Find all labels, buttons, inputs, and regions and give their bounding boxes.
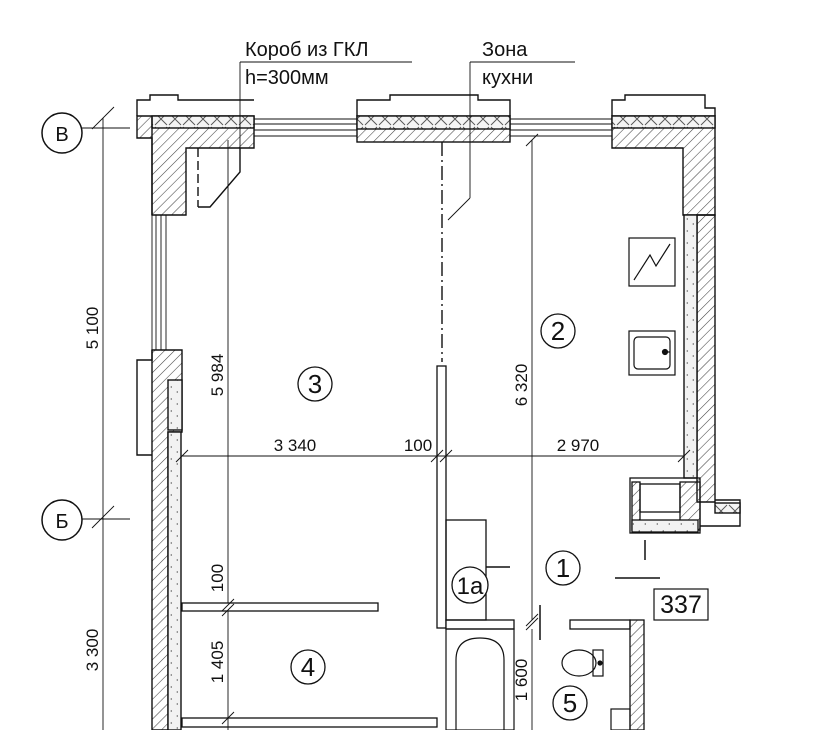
dim-room2-height: 6 320: [512, 364, 531, 407]
wall-top-right-insulation: [611, 115, 716, 129]
dim-room2-width: 2 970: [557, 436, 600, 455]
dim-room4-height: 1 405: [208, 641, 227, 684]
room-marker-2: 2: [540, 313, 576, 349]
axis-marker-v: В: [41, 112, 83, 154]
dim-axis-vb: 5 100: [83, 307, 102, 350]
svg-text:2: 2: [551, 316, 565, 346]
svg-text:5: 5: [563, 688, 577, 718]
sanitary-fixtures: [445, 628, 631, 730]
axis-marker-b: Б: [41, 499, 83, 541]
room-marker-1: 1: [545, 550, 581, 586]
shaft-block: [629, 477, 701, 534]
svg-text:В: В: [55, 124, 68, 146]
kitchen-label-line2: кухни: [482, 67, 533, 89]
level-mark: 337: [653, 588, 709, 621]
wc-cabinet: [610, 708, 631, 730]
dim-bath-height: 1 600: [512, 659, 531, 702]
partition-main: [436, 365, 447, 629]
wall-top-middle-outer: [356, 94, 511, 116]
room-marker-3: 3: [297, 366, 333, 402]
partition-wc-right: [629, 619, 645, 730]
door-marks: [486, 540, 660, 640]
wall-top-left-insulation: [151, 115, 255, 129]
dim-partition: 100: [208, 564, 227, 592]
svg-text:1а: 1а: [457, 573, 484, 600]
kitchen-label-line1: Зона: [482, 39, 528, 61]
kitchen-sink: [628, 330, 676, 376]
wall-top-middle-insulation: [356, 115, 511, 130]
duct-label-line1: Короб из ГКЛ: [245, 39, 369, 61]
room-marker-1a: 1а: [451, 566, 489, 604]
svg-text:Б: Б: [55, 511, 68, 533]
wall-left: [136, 349, 183, 730]
partition-room4-bottom: [181, 717, 438, 728]
partition-room4-top: [181, 602, 379, 612]
partition-1a-box: [445, 519, 487, 621]
svg-text:1: 1: [556, 553, 570, 583]
svg-text:337: 337: [660, 591, 702, 619]
wall-top-right-pier: [611, 115, 716, 216]
dim-room3-height: 5 984: [208, 354, 227, 397]
wall-top-left-pier: [136, 115, 255, 216]
duct-label-line2: h=300мм: [245, 67, 329, 89]
dim-room3-width: 3 340: [274, 436, 317, 455]
windows-top: [254, 118, 612, 137]
svg-text:4: 4: [301, 652, 315, 682]
wall-right: [683, 214, 741, 527]
toilet: [561, 649, 597, 677]
room-marker-4: 4: [290, 649, 326, 685]
wall-top-left-outer: [136, 94, 254, 116]
dim-wall: 100: [404, 436, 432, 455]
partition-bath-top: [445, 619, 515, 630]
dimension-lines: [91, 61, 691, 730]
window-left: [151, 215, 167, 350]
exterior-walls: [136, 94, 716, 216]
gkl-duct: [197, 148, 241, 208]
stove: [628, 237, 676, 287]
svg-text:3: 3: [308, 369, 322, 399]
partition-wc-top: [569, 619, 631, 630]
dim-axis-b-down: 3 300: [83, 629, 102, 672]
bathtub: [445, 628, 515, 730]
room-marker-5: 5: [552, 685, 588, 721]
wall-top-right-outer: [611, 94, 716, 116]
kitchen-equipment: [628, 237, 676, 376]
